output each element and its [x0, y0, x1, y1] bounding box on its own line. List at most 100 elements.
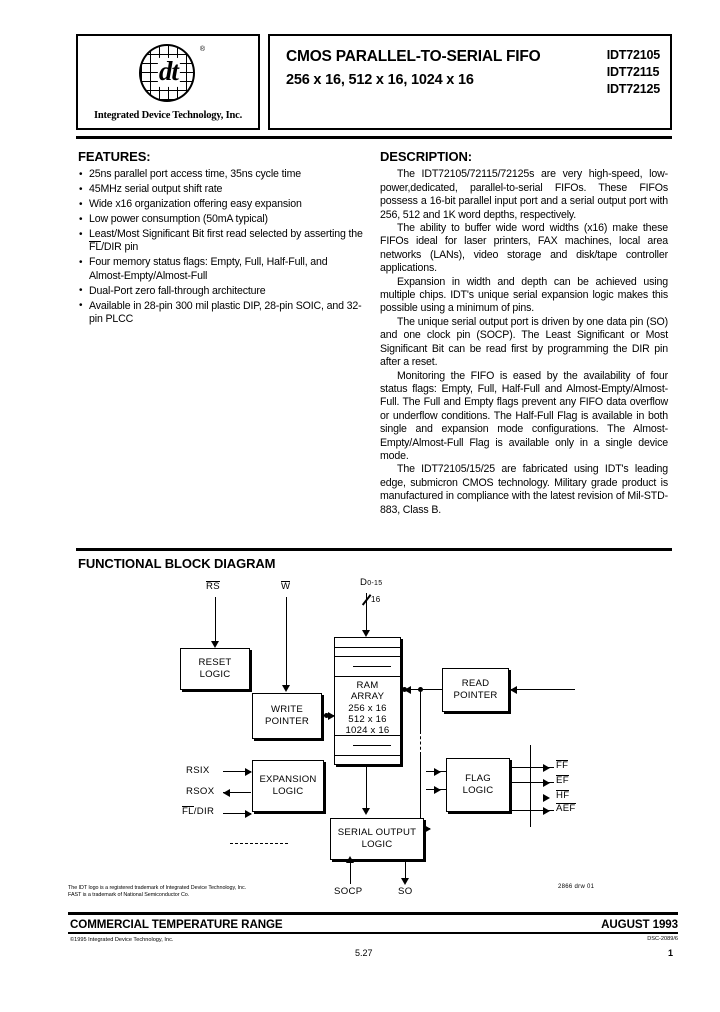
arrowhead-flag-in-2 — [434, 786, 441, 794]
ram-label-line: 512 x 16 — [348, 714, 387, 725]
part-number-list: IDT72105 IDT72115 IDT72125 — [607, 47, 660, 98]
signal-label-rsix: RSIX — [186, 765, 210, 776]
feature-item: Four memory status flags: Empty, Full, H… — [78, 256, 364, 283]
arrowhead-ram-serial — [362, 808, 370, 815]
signal-label-ff: FF — [556, 760, 569, 771]
description-paragraph: Expansion in width and depth can be achi… — [380, 275, 668, 315]
ram-row-divider — [335, 647, 400, 648]
signal-label-rs: RS — [206, 581, 220, 592]
wire-ram-to-serial — [366, 765, 368, 811]
arrowhead-wp-ram — [328, 712, 335, 720]
block-label-line: WRITE — [271, 703, 303, 715]
feature-item: Wide x16 organization offering easy expa… — [78, 198, 364, 212]
block-read-pointer: READ POINTER — [442, 668, 509, 712]
features-section: FEATURES: 25ns parallel port access time… — [78, 150, 364, 328]
drawing-number: 2866 drw 01 — [558, 884, 595, 890]
block-serial-output-logic: SERIAL OUTPUT LOGIC — [330, 818, 424, 860]
trademark-note-line: The IDT logo is a registered trademark o… — [68, 885, 247, 891]
description-paragraph: Monitoring the FIFO is eased by the avai… — [380, 369, 668, 462]
signal-label-rsox: RSOX — [186, 786, 215, 797]
signal-label-data-bus: D0-15 — [360, 577, 383, 588]
dsc-number: DSC-2089/6 — [647, 936, 678, 942]
wire-flag-vertical-bus — [530, 745, 532, 827]
junction-dot — [324, 713, 329, 718]
features-list: 25ns parallel port access time, 35ns cyc… — [78, 168, 364, 326]
signal-label-fl-dir: FL/DIR — [182, 806, 215, 817]
block-write-pointer: WRITE POINTER — [252, 693, 322, 739]
ram-ellipsis-top — [353, 666, 391, 667]
feature-item: 45MHz serial output shift rate — [78, 183, 364, 197]
arrowhead-socp — [346, 856, 354, 863]
temperature-range-label: COMMERCIAL TEMPERATURE RANGE — [70, 918, 283, 931]
description-paragraph: The ability to buffer wide word widths (… — [380, 222, 668, 275]
block-label-line: LOGIC — [361, 839, 393, 850]
part-number: IDT72115 — [606, 65, 660, 79]
bus-width-label: 16 — [371, 595, 381, 604]
header-divider — [76, 136, 672, 139]
wire-fl-dir — [223, 813, 251, 815]
fl-overbar-label: FL — [89, 241, 102, 254]
arrowhead-serial-out — [424, 825, 431, 833]
wire-w — [286, 597, 288, 689]
wire-rsix — [223, 771, 251, 773]
feature-item: Dual-Port zero fall-through architecture — [78, 284, 364, 298]
signal-label-w: W — [281, 581, 291, 592]
description-paragraph: The IDT72105/15/25 are fabricated using … — [380, 463, 668, 516]
copyright-notice: ©1995 Integrated Device Technology, Inc. — [70, 937, 174, 943]
block-label-line: LOGIC — [199, 669, 231, 680]
ram-ellipsis-bottom — [353, 745, 391, 746]
arrowhead-rs — [211, 641, 219, 648]
part-number: IDT72105 — [606, 48, 660, 62]
description-paragraph: The IDT72105/72115/72125s are very high-… — [380, 168, 668, 221]
block-label-line: LOGIC — [462, 785, 494, 796]
signal-label-hf: HF — [556, 790, 570, 801]
part-number: IDT72125 — [606, 82, 660, 96]
wire-socp — [350, 860, 352, 884]
ram-label-line: 1024 x 16 — [345, 725, 390, 736]
arrowhead-data-bus — [362, 630, 370, 637]
company-name: Integrated Device Technology, Inc. — [93, 110, 243, 121]
description-section: DESCRIPTION: The IDT72105/72115/72125s a… — [380, 150, 668, 517]
arrowhead-rsox — [223, 789, 230, 797]
block-flag-logic: FLAG LOGIC — [446, 758, 510, 812]
registered-trademark-icon: ® — [199, 46, 205, 53]
arrowhead-rp-input — [510, 686, 517, 694]
arrowhead-ff — [543, 764, 550, 772]
page-subtitle: 256 x 16, 512 x 16, 1024 x 16 — [286, 72, 474, 88]
description-heading: DESCRIPTION: — [380, 149, 472, 164]
arrowhead-hf — [543, 794, 550, 802]
wire-rp-down-dashed — [420, 731, 421, 755]
wire-aef-out — [510, 810, 554, 812]
page-number: 1 — [667, 948, 673, 958]
block-label-line: RESET — [198, 656, 232, 668]
description-paragraph: The unique serial output port is driven … — [380, 315, 668, 369]
feature-item: Low power consumption (50mA typical) — [78, 213, 364, 227]
wire-rp-down-lower — [420, 755, 422, 829]
block-expansion-logic: EXPANSION LOGIC — [252, 760, 324, 812]
arrowhead-flag-in-1 — [434, 768, 441, 776]
trademark-note-line: FAST is a trademark of National Semicond… — [68, 892, 190, 898]
ram-row-divider — [335, 676, 400, 677]
arrowhead-ef — [543, 779, 550, 787]
signal-label-so: SO — [398, 886, 413, 897]
block-label-line: POINTER — [453, 690, 498, 701]
feature-text-post: /DIR pin — [101, 241, 139, 254]
block-label-line: SERIAL OUTPUT — [337, 826, 417, 838]
ram-label-line: 256 x 16 — [348, 703, 387, 714]
block-label-line: LOGIC — [272, 786, 304, 797]
block-diagram-heading: FUNCTIONAL BLOCK DIAGRAM — [78, 556, 276, 571]
logo-oval-shape — [139, 44, 195, 102]
wire-ef-out — [510, 782, 554, 784]
footer-divider-bottom — [68, 932, 678, 934]
block-label-line: READ — [461, 677, 490, 689]
publication-date: AUGUST 1993 — [601, 918, 678, 931]
block-label-line: POINTER — [264, 716, 310, 727]
arrowhead-rsix — [245, 768, 252, 776]
wire-rp-down — [420, 689, 422, 731]
features-heading: FEATURES: — [78, 149, 151, 164]
block-label-line: FLAG — [465, 772, 491, 784]
feature-item: 25ns parallel port access time, 35ns cyc… — [78, 168, 364, 182]
trademark-note: The IDT logo is a registered trademark o… — [68, 885, 358, 899]
page-header: dt ® Integrated Device Technology, Inc. … — [76, 34, 672, 130]
